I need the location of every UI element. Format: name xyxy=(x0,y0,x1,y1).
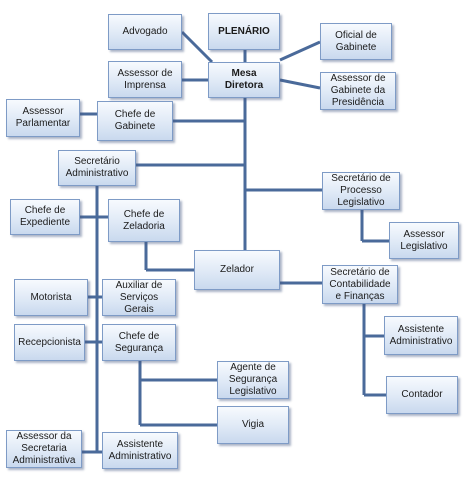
node-motorista: Motorista xyxy=(14,279,88,316)
node-auxiliar-de-servicos-gerais: Auxiliar de Serviços Gerais xyxy=(102,279,176,316)
node-assessor-parlamentar: Assessor Parlamentar xyxy=(6,99,80,137)
node-assessor-da-secretaria-administrativa: Assessor da Secretaria Administrativa xyxy=(6,430,82,468)
node-mesa-diretora: Mesa Diretora xyxy=(208,62,280,98)
node-oficial-de-gabinete: Oficial de Gabinete xyxy=(320,23,392,60)
node-assessor-legislativo: Assessor Legislativo xyxy=(389,222,459,259)
node-assessor-de-gabinete-da-presidencia: Assessor de Gabinete da Presidência xyxy=(320,72,396,110)
node-chefe-de-gabinete: Chefe de Gabinete xyxy=(97,101,173,141)
node-assistente-administrativo: Assistente Administrativo xyxy=(102,432,178,469)
node-chefe-de-zeladoria: Chefe de Zeladoria xyxy=(108,199,180,242)
node-chefe-de-seguranca: Chefe de Segurança xyxy=(102,324,176,361)
node-secretario-administrativo: Secretário Administrativo xyxy=(58,150,136,186)
node-contador: Contador xyxy=(386,376,458,414)
node-advogado: Advogado xyxy=(108,14,182,50)
node-plenario: PLENÁRIO xyxy=(208,13,280,50)
node-assessor-de-imprensa: Assessor de Imprensa xyxy=(108,61,182,98)
node-secretario-de-processo-legislativo: Secretário de Processo Legislativo xyxy=(322,172,400,210)
node-agente-de-seguranca-legislativo: Agente de Segurança Legislativo xyxy=(217,361,289,399)
node-assistente-administrativo-financas: Assistente Administrativo xyxy=(384,316,458,355)
node-recepcionista: Recepcionista xyxy=(14,324,85,361)
node-secretario-de-contabilidade-e-financas: Secretário de Contabilidade e Finanças xyxy=(322,265,398,304)
node-zelador: Zelador xyxy=(194,250,280,290)
node-chefe-de-expediente: Chefe de Expediente xyxy=(10,199,80,235)
node-vigia: Vigia xyxy=(217,406,289,444)
